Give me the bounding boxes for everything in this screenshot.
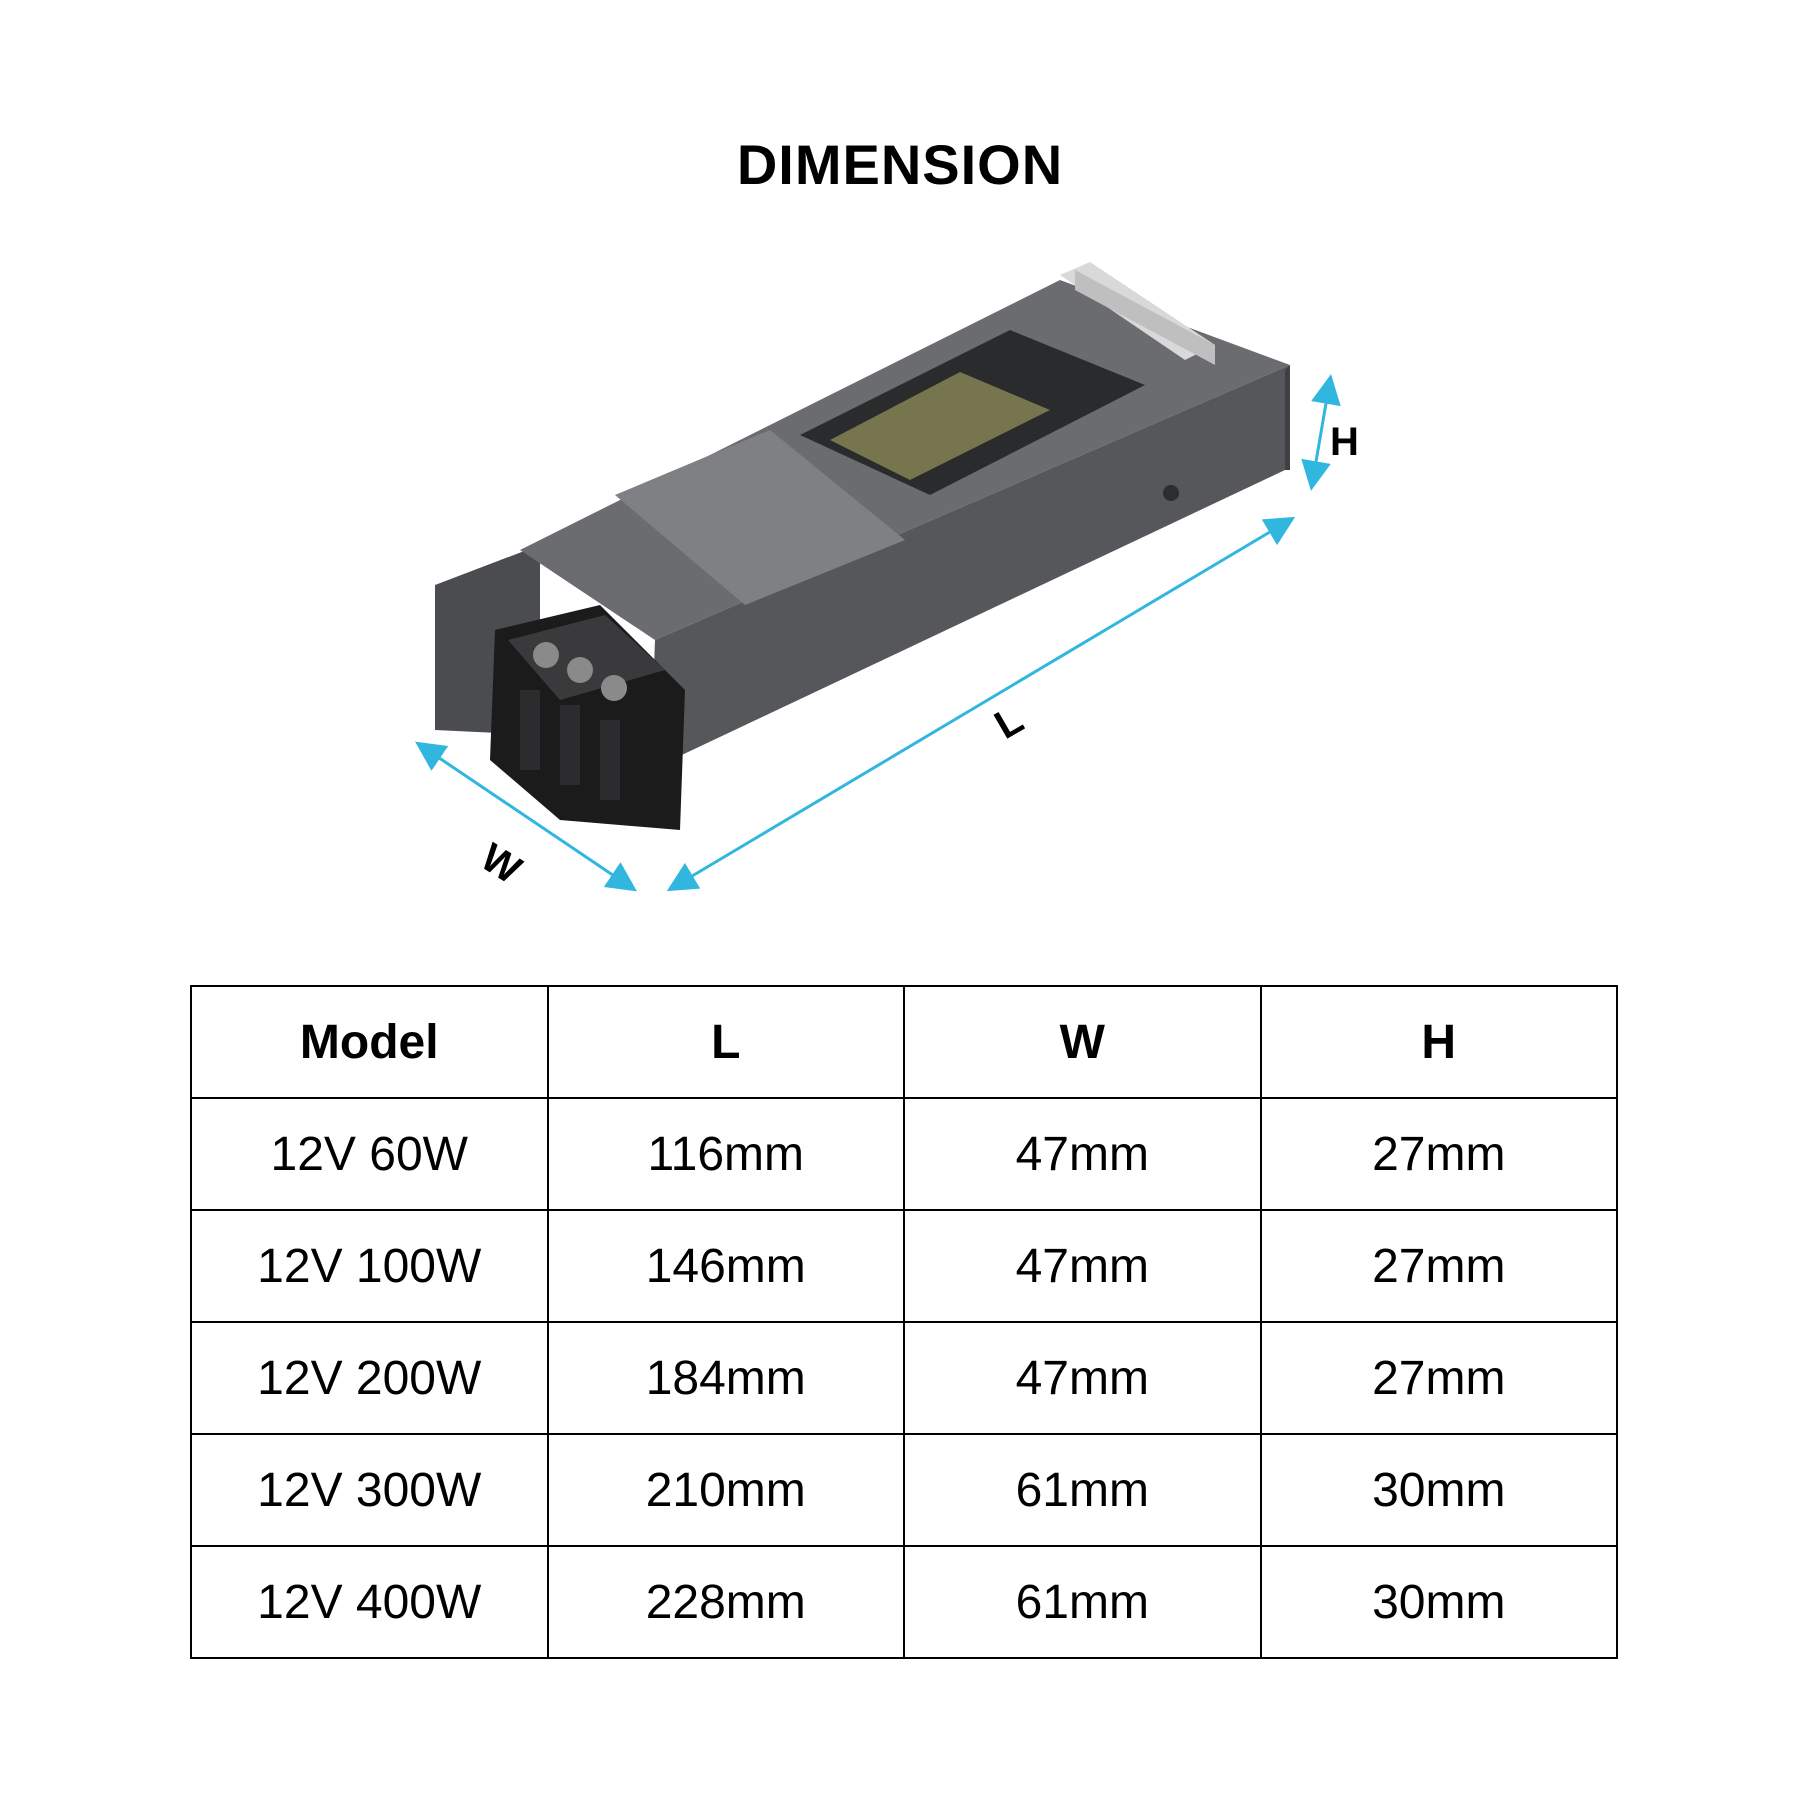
header-width: W — [903, 985, 1262, 1099]
cell-height: 30mm — [1259, 1433, 1618, 1547]
table-row: 12V 100W 146mm 47mm 27mm — [190, 1209, 1618, 1323]
table-row: 12V 400W 228mm 61mm 30mm — [190, 1545, 1618, 1659]
cell-model: 12V 300W — [190, 1433, 549, 1547]
cell-width: 47mm — [903, 1097, 1262, 1211]
product-figure: H L W — [415, 262, 1359, 893]
vent-grid — [800, 330, 1145, 495]
width-arrow — [415, 741, 637, 892]
cell-width: 61mm — [903, 1433, 1262, 1547]
cell-model: 12V 200W — [190, 1321, 549, 1435]
dimension-table: Model L W H 12V 60W 116mm 47mm 27mm 12V … — [190, 985, 1618, 1659]
header-length: L — [546, 985, 905, 1099]
cell-length: 210mm — [546, 1433, 905, 1547]
cell-length: 228mm — [546, 1545, 905, 1659]
cell-width: 47mm — [903, 1209, 1262, 1323]
table-row: 12V 200W 184mm 47mm 27mm — [190, 1321, 1618, 1435]
cell-length: 184mm — [546, 1321, 905, 1435]
header-height: H — [1259, 985, 1618, 1099]
cell-model: 12V 400W — [190, 1545, 549, 1659]
cell-model: 12V 100W — [190, 1209, 549, 1323]
cell-length: 146mm — [546, 1209, 905, 1323]
width-label: W — [473, 835, 529, 892]
length-arrow — [666, 516, 1296, 892]
height-label: H — [1330, 420, 1359, 464]
cell-height: 27mm — [1259, 1209, 1618, 1323]
cell-width: 47mm — [903, 1321, 1262, 1435]
cell-width: 61mm — [903, 1545, 1262, 1659]
table-row: 12V 60W 116mm 47mm 27mm — [190, 1097, 1618, 1211]
height-arrow — [1301, 374, 1341, 491]
cell-model: 12V 60W — [190, 1097, 549, 1211]
page-title: DIMENSION — [736, 133, 1064, 196]
cell-height: 27mm — [1259, 1321, 1618, 1435]
cell-height: 27mm — [1259, 1097, 1618, 1211]
cell-height: 30mm — [1259, 1545, 1618, 1659]
cell-length: 116mm — [546, 1097, 905, 1211]
header-model: Model — [190, 985, 549, 1099]
power-supply-image — [435, 262, 1290, 830]
table-row: 12V 300W 210mm 61mm 30mm — [190, 1433, 1618, 1547]
length-label: L — [988, 697, 1031, 747]
table-header-row: Model L W H — [190, 985, 1618, 1099]
